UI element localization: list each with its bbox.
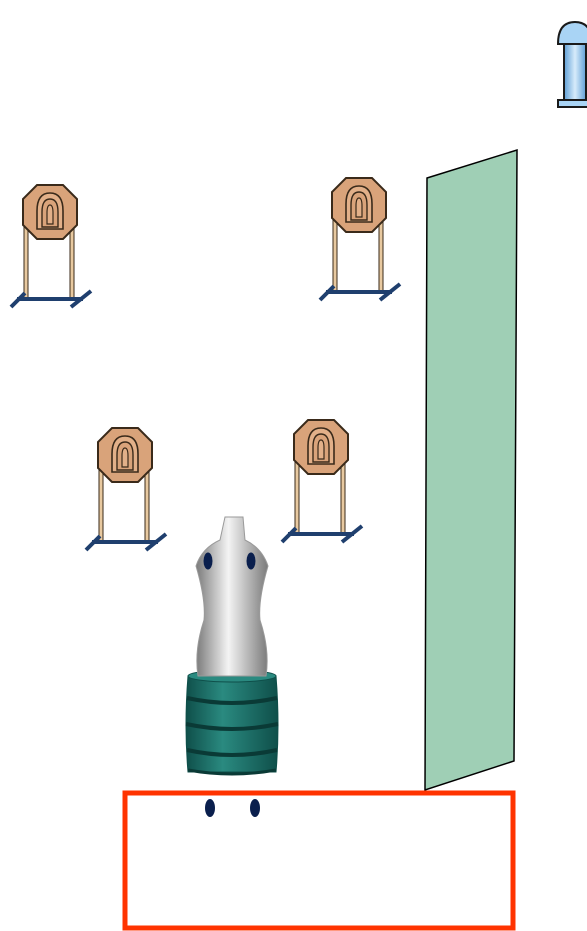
steel-target-icon bbox=[318, 176, 402, 302]
steel-target-icon bbox=[9, 183, 93, 309]
steel-target-icon bbox=[84, 426, 168, 552]
microphone-stand-icon bbox=[556, 20, 587, 108]
mannequin-icon bbox=[195, 516, 269, 677]
steel-target-icon bbox=[280, 418, 364, 544]
foot-marker-icon bbox=[250, 799, 260, 817]
barrel-icon bbox=[185, 669, 279, 776]
foot-marker-icon bbox=[205, 799, 215, 817]
barricade-wall bbox=[424, 148, 518, 792]
shooting-box bbox=[122, 790, 516, 931]
